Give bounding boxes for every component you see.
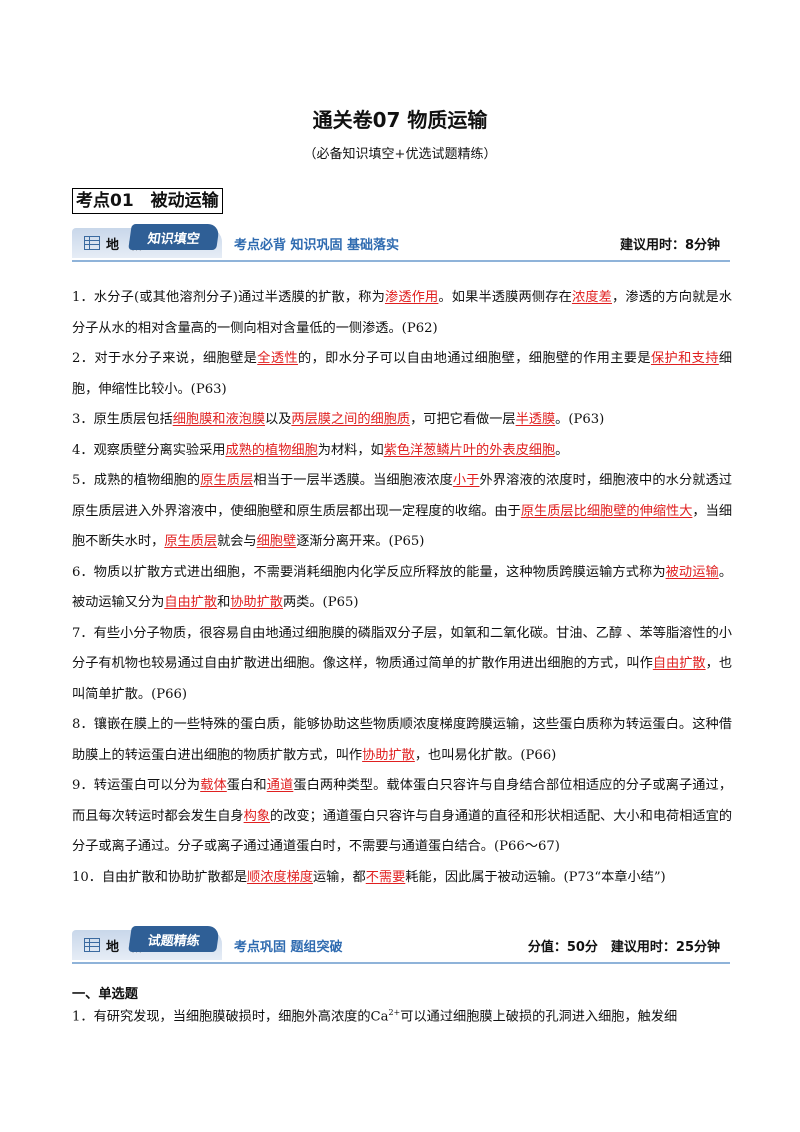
banner-slogan: 考点必背 知识巩固 基础落实 [234,238,400,253]
statement-text: 3．原生质层包括 [72,412,173,427]
table-icon [84,938,100,952]
answer-blank: 渗透作用 [384,290,439,305]
answer-blank: 自由扩散 [652,656,706,671]
statement-text: 和 [217,595,231,610]
statement-text: 耗能，因此属于被动运输。(P73“本章小结”) [405,869,666,885]
statement-text: ，可把它看做一层 [410,412,516,427]
fill-blank-item: 6．物质以扩散方式进出细胞，不需要消耗细胞内化学反应所释放的能量，这种物质跨膜运… [72,558,732,619]
question-1: 1．有研究发现，当细胞膜破损时，细胞外高浓度的Ca2+可以通过细胞膜上破损的孔洞… [72,1008,678,1025]
answer-blank: 原生质层比细胞壁的伸缩性大 [520,503,693,519]
answer-blank: 浓度差 [571,290,612,305]
exercise-banner: 地城 试题精练 考点巩固 题组突破 分值：50分 建议用时：25分钟 [72,926,730,964]
page-title: 通关卷07 物质运输 [312,108,488,132]
fill-blank-item: 8．镶嵌在膜上的一些特殊的蛋白质，能够协助这些物质顺浓度梯度跨膜运输，这些蛋白质… [72,710,732,771]
answer-blank: 被动运输 [665,564,719,580]
statement-text: ，渗透的方向就是水分子从水的相对含量高的一侧向相对含量低的一侧渗透。(P62) [72,290,733,336]
statement-text: 外界溶液的浓度时，细胞液中的水分就透过原生质层进入外界溶液中，使细胞壁和原生质层… [72,473,733,519]
statement-text: 10．自由扩散和协助扩散都是 [72,869,248,885]
statement-text: 运输，都 [312,869,366,885]
answer-blank: 细胞壁 [256,534,297,549]
answer-blank: 小于 [452,473,480,488]
statement-text: 7．有些小分子物质，很容易自由地通过细胞膜的磷脂双分子层，如氧和二氧化碳。甘油、… [72,625,732,672]
statement-text: 蛋白两种类型。载体蛋白只容许与自身结合部位相适应的分子或离子通过，而且每次转运时… [72,778,733,824]
statement-text: 的改变；通道蛋白只容许与自身通道的直径和形状相适配、大小和电荷相适宜的分子或离子… [72,808,733,855]
fill-blank-item: 3．原生质层包括细胞膜和液泡膜以及两层膜之间的细胞质，可把它看做一层半透膜。(P… [72,405,732,436]
statement-text: 相当于一层半透膜。当细胞液浓度 [253,473,453,488]
statement-text: 4．观察质壁分离实验采用 [72,442,226,458]
fill-blank-item: 7．有些小分子物质，很容易自由地通过细胞膜的磷脂双分子层，如氧和二氧化碳。甘油、… [72,619,732,711]
banner-time: 建议用时：8分钟 [619,238,720,253]
answer-blank: 通道 [266,778,294,793]
answer-blank: 细胞膜和液泡膜 [172,412,266,427]
statement-text: 。(P63) [555,412,605,427]
answer-blank: 两层膜之间的细胞质 [291,412,411,427]
statement-text: 的，即水分子可以自由地通过细胞壁，细胞壁的作用主要是 [298,351,651,366]
banner-slogan: 考点巩固 题组突破 [234,940,343,955]
statement-text: 9．转运蛋白可以分为 [72,778,201,793]
statement-text: 就会与 [217,534,257,549]
answer-blank: 原生质层 [200,473,254,488]
fill-blank-item: 4．观察质壁分离实验采用成熟的植物细胞为材料，如紫色洋葱鳞片叶的外表皮细胞。 [72,436,732,467]
banner-divider [72,260,730,262]
banner-divider [72,962,730,964]
banner-score-time: 分值：50分 建议用时：25分钟 [527,940,720,955]
answer-blank: 保护和支持 [650,351,719,366]
fill-blank-item: 9．转运蛋白可以分为载体蛋白和通道蛋白两种类型。载体蛋白只容许与自身结合部位相适… [72,771,732,863]
answer-blank: 构象 [243,808,271,824]
answer-blank: 载体 [200,778,227,793]
answer-blank: 成熟的植物细胞 [225,442,318,458]
answer-blank: 自由扩散 [164,595,218,610]
fill-blank-list: 1．水分子(或其他溶剂分子)通过半透膜的扩散，称为渗透作用。如果半透膜两侧存在浓… [72,283,732,893]
statement-text: ，也叫易化扩散。(P66) [414,747,557,763]
statement-text: 为材料，如 [317,442,384,458]
answer-blank: 全透性 [257,351,298,366]
knowledge-banner: 地城 知识填空 考点必背 知识巩固 基础落实 建议用时：8分钟 [72,224,730,262]
statement-text: 2．对于水分子来说，细胞壁是 [72,351,258,366]
statement-text: 以及 [265,412,292,427]
page-subtitle: （必备知识填空+优选试题精练） [303,147,497,162]
statement-text: 蛋白和 [226,778,267,793]
fill-blank-item: 10．自由扩散和协助扩散都是顺浓度梯度运输，都不需要耗能，因此属于被动运输。(P… [72,863,732,894]
banner-tab-label: 知识填空 [128,224,220,250]
fill-blank-item: 2．对于水分子来说，细胞壁是全透性的，即水分子可以自由地通过细胞壁，细胞壁的作用… [72,344,732,405]
answer-blank: 半透膜 [515,412,556,427]
statement-text: 。被动运输又分为 [72,564,733,611]
statement-text: 逐渐分离开来。(P65) [296,534,425,549]
statement-text: 8．镶嵌在膜上的一些特殊的蛋白质，能够协助这些物质顺浓度梯度跨膜运输，这些蛋白质… [72,717,732,763]
statement-text: ，当细胞不断失水时， [72,503,733,550]
answer-blank: 不需要 [365,869,406,885]
question-section-heading: 一、单选题 [72,987,138,1002]
answer-blank: 紫色洋葱鳞片叶的外表皮细胞 [383,442,556,458]
statement-text: 两类。(P65) [283,595,359,610]
statement-text: 。 [555,442,569,458]
banner-tab-label: 试题精练 [128,926,220,952]
section-heading: 考点01 被动运输 [72,188,223,214]
fill-blank-item: 1．水分子(或其他溶剂分子)通过半透膜的扩散，称为渗透作用。如果半透膜两侧存在浓… [72,283,732,344]
statement-text: 1．水分子(或其他溶剂分子)通过半透膜的扩散，称为 [72,290,385,305]
statement-text: 6．物质以扩散方式进出细胞，不需要消耗细胞内化学反应所释放的能量，这种物质跨膜运… [72,564,666,580]
statement-text: 细胞，伸缩性比较小。(P63) [72,351,733,397]
statement-text: ，也叫简单扩散。(P66) [72,656,733,702]
answer-blank: 协助扩散 [362,747,415,763]
answer-blank: 顺浓度梯度 [247,869,313,885]
answer-blank: 原生质层 [164,534,218,549]
statement-text: 5．成熟的植物细胞的 [72,473,201,488]
statement-text: 。如果半透膜两侧存在 [438,290,572,305]
answer-blank: 协助扩散 [230,595,283,610]
fill-blank-item: 5．成熟的植物细胞的原生质层相当于一层半透膜。当细胞液浓度小于外界溶液的浓度时，… [72,466,732,558]
table-icon [84,236,100,250]
